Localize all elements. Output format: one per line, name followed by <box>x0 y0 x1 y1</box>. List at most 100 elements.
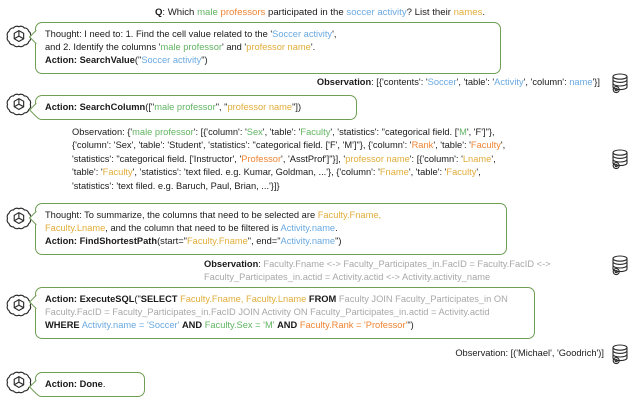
bubble-line: Action: Done. <box>45 378 136 391</box>
text-segment: ', 'AsstProf']"}], ' <box>281 153 346 164</box>
text-segment: Activity.name <box>280 236 336 247</box>
text-segment: Soccer <box>427 77 457 87</box>
observation-line: 'statistics': 'text filed. e.g. Baruch, … <box>72 180 612 193</box>
bubble-line: and 2. Identify the columns 'male profes… <box>45 41 492 54</box>
text-segment: ") <box>407 320 414 331</box>
text-segment: Faculty.Rank = 'Professor' <box>299 320 408 331</box>
text-segment: Action: SearchValue <box>45 55 135 66</box>
text-segment: male professor <box>154 102 216 112</box>
text-segment: '}] <box>592 77 600 87</box>
text-segment: Faculty.Fname, <box>317 210 382 220</box>
text-segment: Rank <box>411 140 434 151</box>
bubble-line: Action: SearchColumn(["male professor", … <box>45 101 348 114</box>
text-segment: Faculty <box>300 127 331 137</box>
text-segment: ', 'table': ' <box>408 167 447 178</box>
text-segment: . <box>335 223 338 234</box>
text-segment: ', <box>332 29 337 39</box>
text-segment: ', 'table': ' <box>433 140 471 151</box>
text-segment: ' <box>270 29 273 39</box>
text-segment: ': [{'column': ' <box>409 153 463 164</box>
text-segment: ([" <box>145 102 155 112</box>
text-segment: Faculty.Lname <box>45 223 106 234</box>
agent-bubble-action-execute-sql: Action: ExecuteSQL("SELECT Faculty.Fname… <box>35 287 535 339</box>
openai-logo-icon <box>6 293 32 319</box>
text-segment: professor name <box>227 102 293 112</box>
observation-line: Observation: Faculty.Fname <-> Faculty_P… <box>204 258 608 271</box>
text-segment: Soccer activity <box>141 55 202 66</box>
database-icon <box>608 254 632 278</box>
text-segment: Faculty <box>102 167 133 178</box>
text-segment: . <box>102 379 106 389</box>
text-segment: ? List their <box>406 7 454 18</box>
observation-search-value: Observation: [{'contents': 'Soccer', 'ta… <box>200 76 600 89</box>
text-segment: ") <box>201 55 208 66</box>
observation-line: 'statistics': "categorical field. ['Inst… <box>72 153 612 166</box>
bubble-line: Action: ExecuteSQL("SELECT Faculty.Fname… <box>45 293 526 306</box>
openai-logo-icon <box>6 206 32 232</box>
text-segment: ', <box>476 167 481 178</box>
agent-bubble-action-search-column: Action: SearchColumn(["male professor", … <box>35 95 357 121</box>
text-segment: Faculty <box>470 140 501 151</box>
text-segment: Faculty.Sex = 'M' <box>204 320 275 331</box>
observation-line: 'table': 'Faculty', 'statistics': 'text … <box>72 166 612 179</box>
text-segment: Faculty.FacID = Faculty_Participates_in.… <box>45 307 490 318</box>
text-segment: Action: FindShortestPath <box>45 236 158 247</box>
text-segment: : Which <box>162 7 198 18</box>
observation-line: Observation: [('Michael', 'Goodrich')] <box>280 347 604 360</box>
text-segment: ', 'column': <box>523 77 570 87</box>
text-segment: : <box>258 259 264 269</box>
text-segment: Sex <box>246 127 263 137</box>
observation-search-column: Observation: {'male professor': [{'colum… <box>72 126 612 193</box>
observation-shortest-path: Observation: Faculty.Fname <-> Faculty_P… <box>204 258 608 285</box>
bubble-line: Faculty.FacID = Faculty_Participates_in.… <box>45 306 526 319</box>
observation-line: Faculty_Participates_in.actid = Activity… <box>204 271 608 284</box>
text-segment: . <box>482 7 486 18</box>
text-segment: 'statistics': 'text filed. e.g. Baruch, … <box>72 180 280 191</box>
text-segment: Observation <box>204 259 259 269</box>
bubble-line: Thought: I need to: 1. Find the cell val… <box>45 28 492 41</box>
text-segment: participated in the <box>265 7 347 18</box>
text-segment: "]) <box>292 102 302 112</box>
openai-logo-icon <box>6 24 32 50</box>
text-segment: WHERE <box>45 320 80 331</box>
observation-sql-result: Observation: [('Michael', 'Goodrich')] <box>280 347 604 360</box>
text-segment: Activity.name <box>280 223 336 234</box>
text-segment: ", " <box>215 102 228 112</box>
text-segment: Faculty.Fname <-> Faculty_Participates_i… <box>263 259 551 269</box>
text-segment: name <box>569 77 593 87</box>
text-segment: ', 'table': ' <box>262 127 301 137</box>
text-segment: 'table': ' <box>72 167 103 178</box>
text-segment: and 2. Identify the columns ' <box>45 42 161 53</box>
text-segment: Observation: {' <box>72 127 133 137</box>
text-segment: Faculty <box>446 167 477 178</box>
text-segment: professor name <box>345 153 410 164</box>
text-segment: Professor <box>241 153 282 164</box>
text-segment: (start=" <box>157 236 187 247</box>
text-segment: (" <box>134 55 142 66</box>
text-segment: ', <box>491 153 496 164</box>
text-segment: Observation <box>316 77 372 87</box>
database-icon <box>608 343 632 367</box>
text-segment: Fname <box>379 167 409 178</box>
text-segment: Faculty JOIN Faculty_Participates_in ON <box>338 294 508 304</box>
text-segment: , and the column that need to be filtere… <box>105 223 281 234</box>
text-segment: Faculty_Participates_in.actid = Activity… <box>204 272 491 283</box>
observation-line: Observation: {'male professor': [{'colum… <box>72 126 612 139</box>
text-segment: SELECT <box>140 294 178 304</box>
question-text: Q: Which male professors participated in… <box>155 7 485 18</box>
text-segment: '. <box>310 42 316 53</box>
text-segment: ") <box>335 236 342 247</box>
text-segment: soccer activity <box>346 7 407 18</box>
text-segment: ', 'statistics': 'text filed. e.g. Kumar… <box>132 167 380 178</box>
text-segment: ': [{'column': ' <box>193 127 247 137</box>
bubble-line: Action: FindShortestPath(start="Faculty.… <box>45 235 498 248</box>
text-segment: 'statistics': "categorical field. ['Inst… <box>72 153 242 164</box>
text-segment: ', 'F']"}, <box>466 127 495 137</box>
text-segment: Activity.name = 'Soccer' <box>81 320 180 331</box>
text-segment: professors <box>220 7 266 18</box>
text-segment: Thought: I need to: 1. Find the cell val… <box>45 29 271 39</box>
openai-logo-icon <box>6 92 32 118</box>
bubble-line: Thought: To summarize, the columns that … <box>45 209 498 222</box>
text-segment: Activity <box>494 77 524 87</box>
text-segment: Faculty.Fname, Faculty.Lname <box>180 294 307 304</box>
